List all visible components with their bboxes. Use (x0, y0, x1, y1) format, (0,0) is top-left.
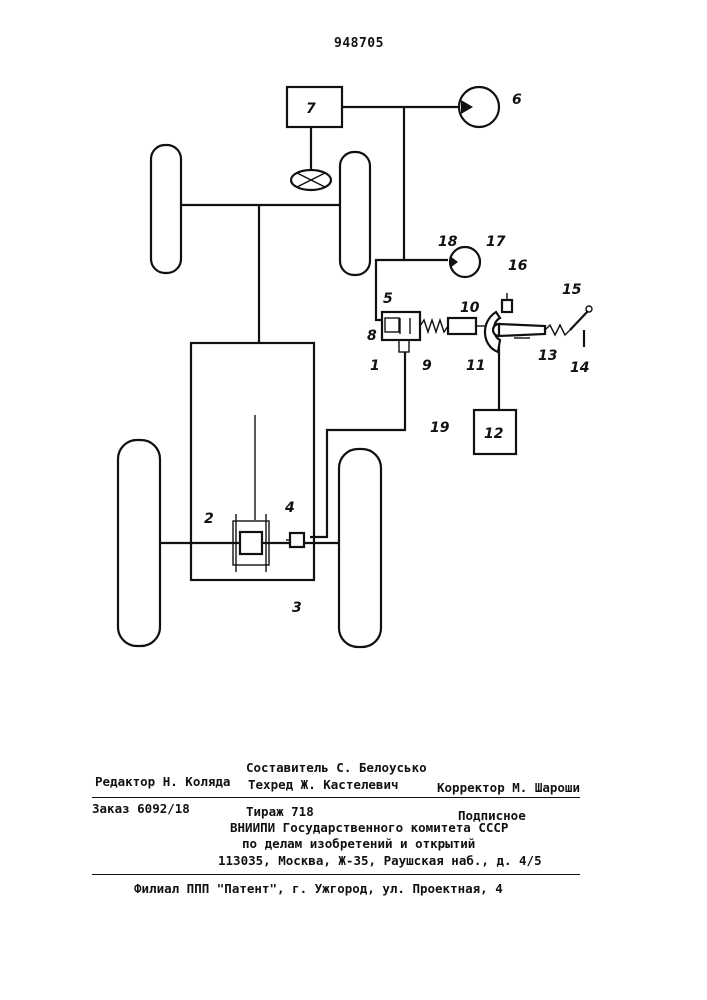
lever-14 (499, 324, 545, 336)
label-6: 6 (512, 92, 522, 108)
org-line-2: по делам изобретений и открытий (242, 836, 475, 851)
label-14: 14 (570, 360, 589, 376)
order-line: Заказ 6092/18 (92, 801, 190, 816)
org-line-1: ВНИИПИ Государственного комитета СССР (230, 820, 508, 835)
label-1: 1 (370, 358, 380, 374)
label-8: 8 (367, 328, 377, 344)
front-left-wheel (151, 145, 181, 273)
composer-line: Составитель С. Белоусько (246, 760, 427, 775)
footer-rule-top (92, 797, 580, 798)
valve-drain (399, 340, 409, 352)
label-3: 3 (292, 600, 302, 616)
label-16: 16 (508, 258, 528, 274)
footer-rule-bottom (92, 874, 580, 875)
corrector-line: Корректор М. Шароши (437, 780, 580, 795)
branch-line: Филиал ППП "Патент", г. Ужгород, ул. Про… (134, 881, 503, 896)
lock-4 (290, 533, 304, 547)
label-13: 13 (538, 348, 557, 364)
label-19: 19 (430, 420, 450, 436)
rear-right-wheel (339, 449, 381, 647)
label-12: 12 (484, 426, 503, 442)
label-17: 17 (486, 234, 506, 250)
pressure-line (376, 107, 404, 320)
label-11: 11 (466, 358, 485, 374)
differential-3 (240, 532, 262, 554)
lever-spring (545, 325, 570, 335)
label-7: 7 (306, 101, 316, 117)
circulation-line: Тираж 718 (246, 804, 314, 819)
label-5: 5 (383, 291, 393, 307)
tractor-schematic: 7 6 18 17 16 15 5 10 8 1 9 11 13 14 19 1… (0, 0, 707, 720)
spring-9 (420, 320, 448, 332)
techred-line: Техред Ж. Кастелевич (248, 777, 399, 792)
rear-left-wheel (118, 440, 160, 646)
sensor-16 (502, 300, 512, 312)
pedal-15 (570, 311, 588, 330)
label-15: 15 (562, 282, 582, 298)
label-9: 9 (422, 358, 432, 374)
label-4: 4 (284, 500, 295, 516)
address-line: 113035, Москва, Ж-35, Раушская наб., д. … (218, 853, 542, 868)
valve-housing-5 (382, 312, 420, 340)
editor-line: Редактор Н. Коляда (95, 774, 230, 789)
label-18: 18 (438, 234, 458, 250)
front-right-wheel (340, 152, 370, 275)
cylinder-10 (448, 318, 476, 334)
label-10: 10 (460, 300, 480, 316)
label-2: 2 (204, 511, 214, 527)
